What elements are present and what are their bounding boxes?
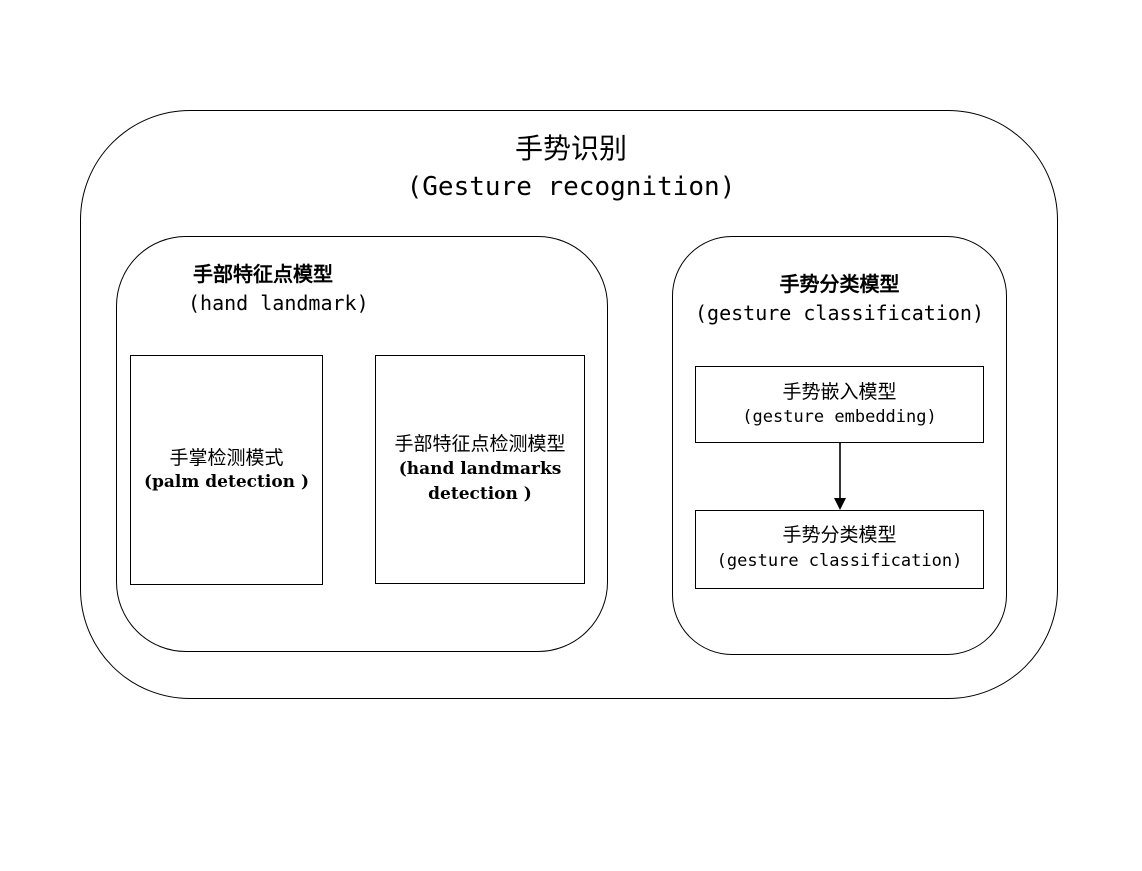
gesture-embedding-title: 手势嵌入模型	[782, 381, 897, 403]
gesture-embedding-box	[695, 366, 984, 443]
gesture-classification-title: 手势分类模型	[779, 272, 900, 296]
gesture-classifier-box	[695, 510, 984, 589]
gesture-classifier-title: 手势分类模型	[782, 524, 897, 546]
gesture-recognition-title: 手势识别	[514, 132, 627, 165]
hand-landmark-title: 手部特征点模型	[193, 262, 333, 286]
gesture-classifier-subtitle: (gesture classification)	[716, 551, 963, 571]
hand-landmark-detection-subtitle-line2: detection )	[428, 484, 532, 504]
hand-landmark-detection-box	[375, 355, 585, 584]
hand-landmark-subtitle: (hand landmark)	[188, 291, 369, 315]
hand-landmark-detection-title: 手部特征点检测模型	[394, 433, 566, 455]
palm-detection-subtitle: (palm detection )	[143, 472, 309, 492]
palm-detection-box	[130, 355, 323, 585]
gesture-embedding-subtitle: (gesture embedding)	[742, 407, 937, 427]
gesture-classification-subtitle: (gesture classification)	[695, 301, 984, 325]
gesture-recognition-subtitle: (Gesture recognition)	[406, 172, 736, 202]
hand-landmark-detection-subtitle-line1: (hand landmarks	[398, 459, 562, 479]
flow-arrow-head	[834, 498, 846, 510]
flow-arrow	[834, 443, 846, 510]
palm-detection-title: 手掌检测模式	[169, 447, 284, 469]
